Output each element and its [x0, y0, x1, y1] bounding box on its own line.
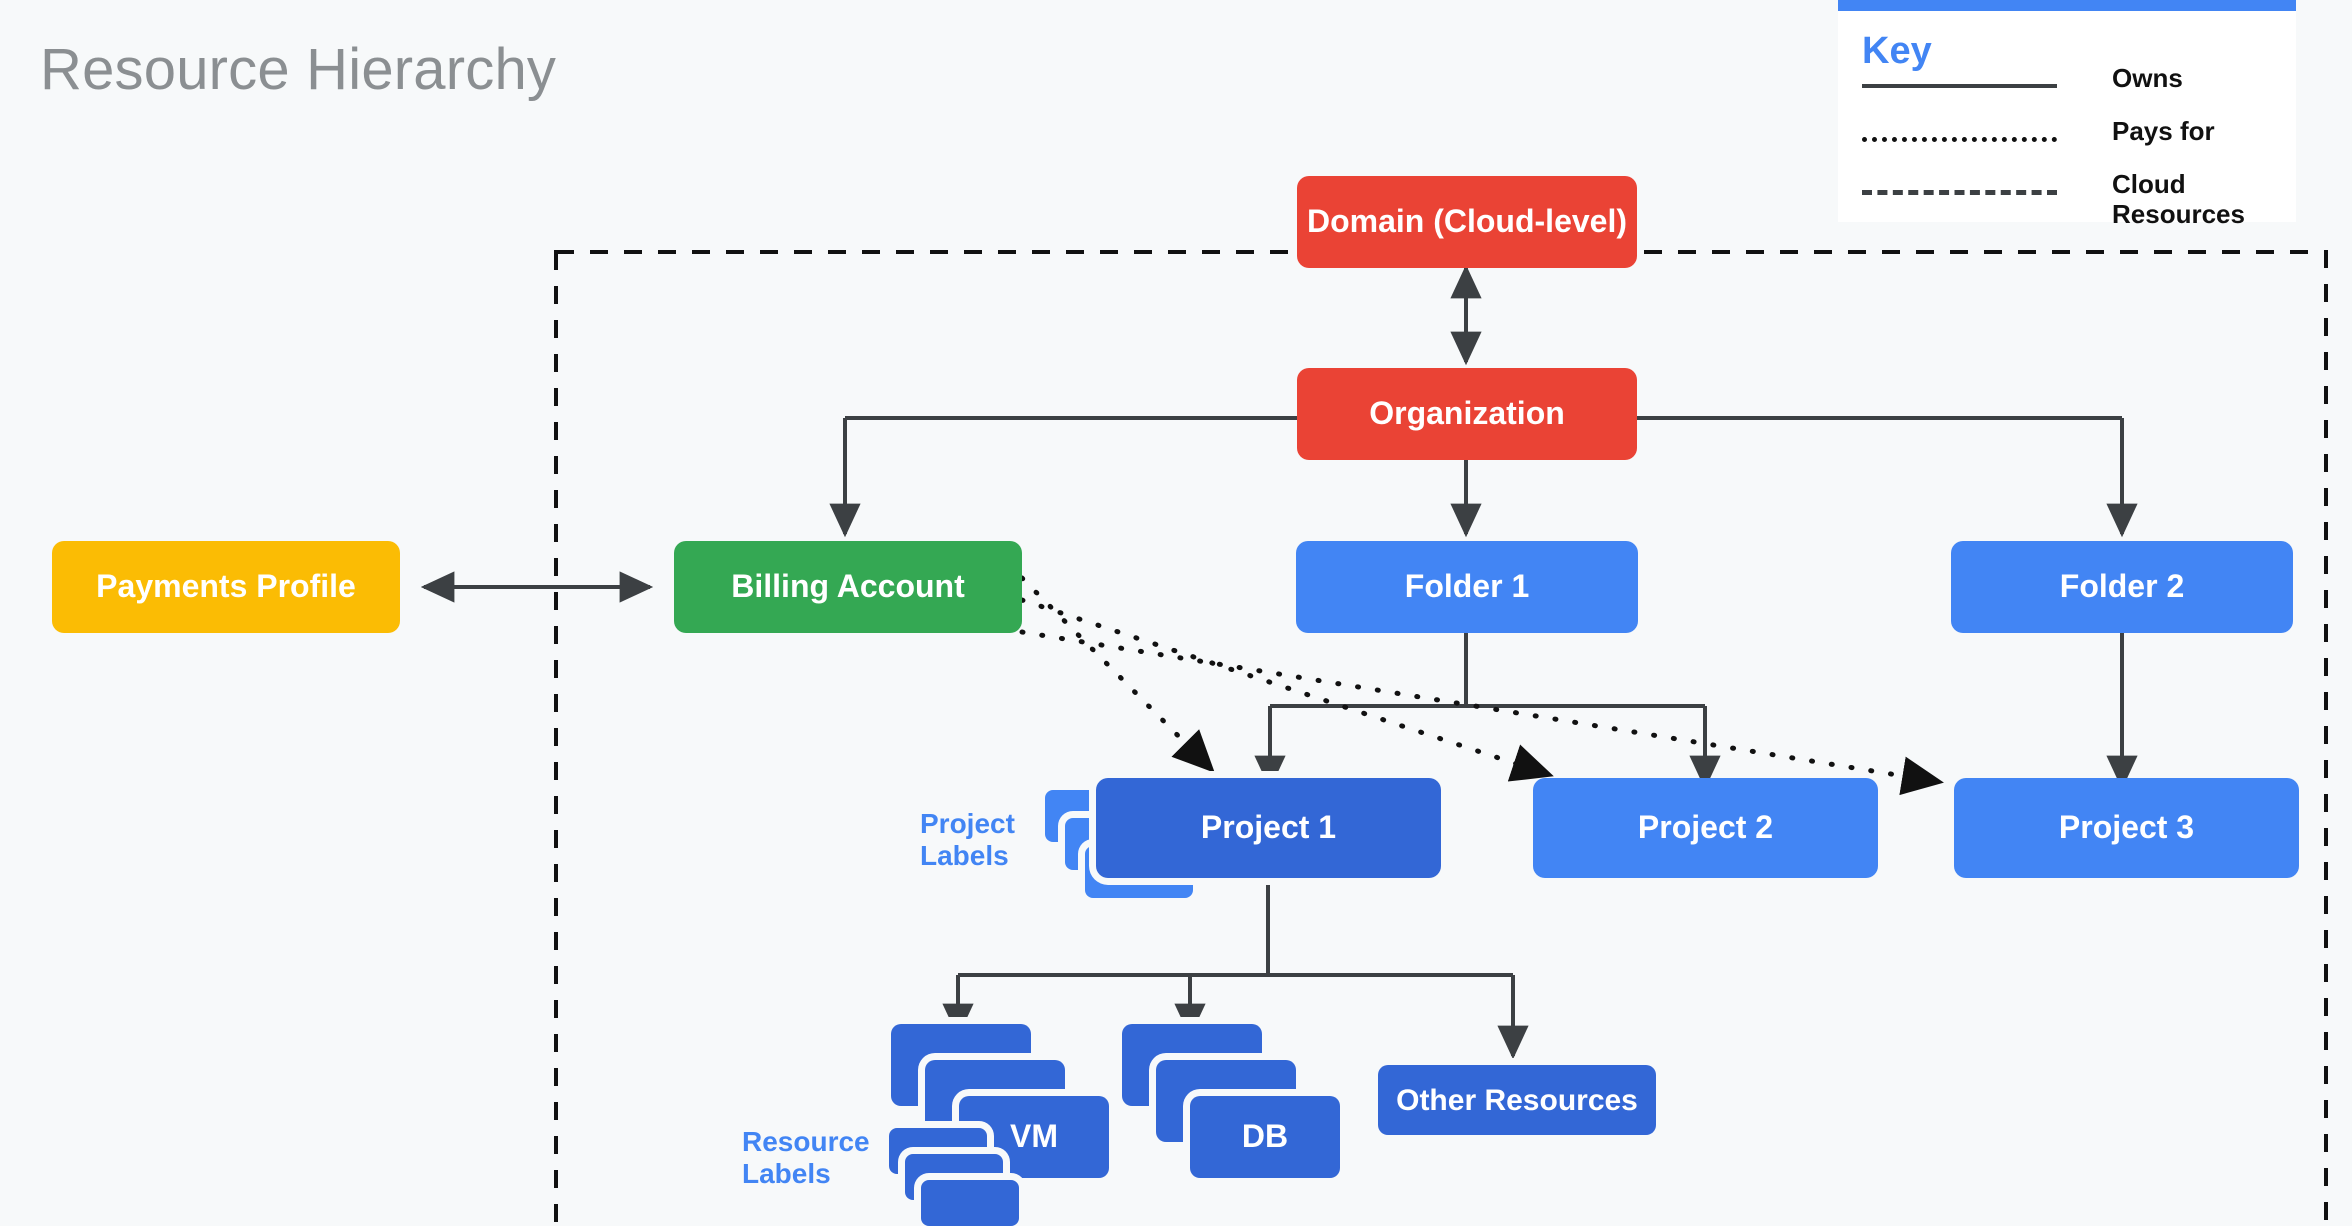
node-project-3[interactable]: Project 3	[1954, 778, 2299, 878]
node-folder-2[interactable]: Folder 2	[1951, 541, 2293, 633]
resource-labels-line-1: Resource	[742, 1126, 870, 1157]
project-labels-line-1: Project	[920, 808, 1015, 839]
node-payments-profile[interactable]: Payments Profile	[52, 541, 400, 633]
edge-billing-pays-project1	[1019, 575, 1215, 773]
node-folder-1[interactable]: Folder 1	[1296, 541, 1638, 633]
node-domain[interactable]: Domain (Cloud-level)	[1297, 176, 1637, 268]
legend-row-owns: Owns	[1862, 62, 2280, 114]
legend-label-owns: Owns	[2112, 63, 2183, 93]
legend-solid-line-icon	[1862, 84, 2057, 88]
project-labels-caption: Project Labels	[920, 808, 1080, 872]
page-title: Resource Hierarchy	[40, 37, 557, 102]
node-billing-account[interactable]: Billing Account	[674, 541, 1022, 633]
legend-label-cloud-resources: Cloud Resources	[2112, 169, 2245, 229]
legend-label-pays-for: Pays for	[2112, 116, 2215, 146]
edge-folder1-bus	[1268, 630, 1707, 780]
resource-labels-caption: Resource Labels	[742, 1126, 922, 1190]
edge-billing-pays-project2	[1019, 597, 1554, 782]
legend-dotted-line-icon	[1862, 137, 2057, 142]
legend-dashed-line-icon	[1862, 190, 2057, 195]
node-project-2[interactable]: Project 2	[1533, 778, 1878, 878]
legend-panel: Key Owns Pays for Cloud Resources	[1838, 0, 2296, 229]
resource-label-tag-3	[921, 1180, 1019, 1226]
resource-labels-line-2: Labels	[742, 1158, 831, 1190]
legend-row-pays-for: Pays for	[1862, 115, 2280, 167]
project-labels-line-2: Labels	[920, 840, 1009, 872]
node-project-1[interactable]: Project 1	[1096, 778, 1441, 878]
legend-row-cloud-resources: Cloud Resources	[1862, 168, 2280, 238]
legend-title: Key	[1862, 30, 1932, 72]
node-organization[interactable]: Organization	[1297, 368, 1637, 460]
node-db[interactable]: DB	[1190, 1096, 1340, 1178]
node-other-resources[interactable]: Other Resources	[1378, 1065, 1656, 1135]
legend-accent-bar	[1838, 0, 2296, 11]
